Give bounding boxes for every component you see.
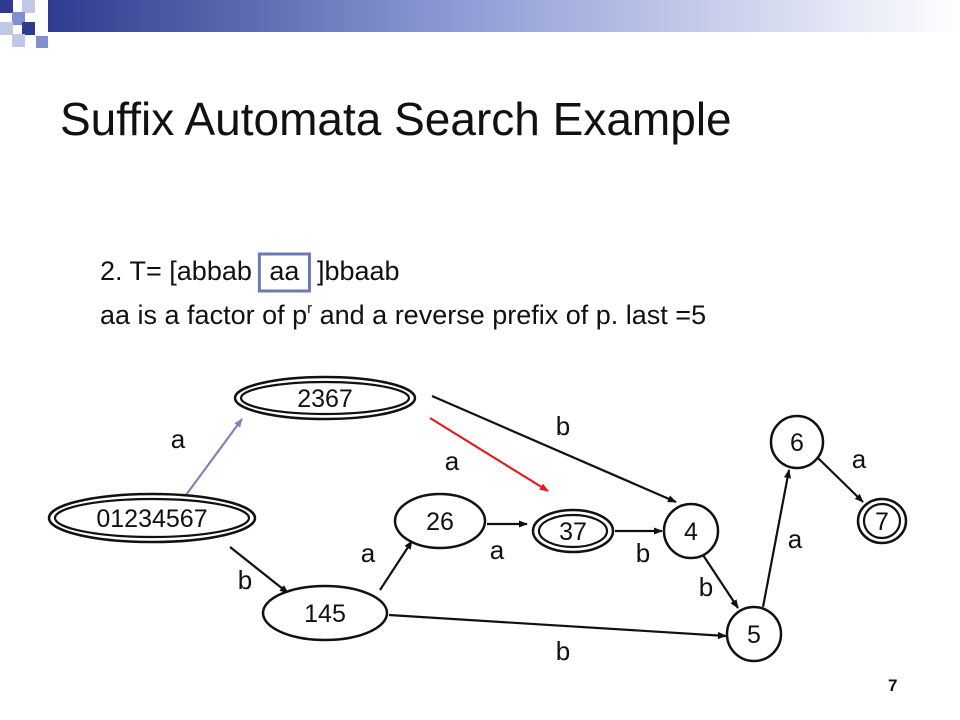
state-outline [261,584,389,642]
state-label: 145 [304,600,346,628]
state-outline [856,497,908,545]
transition-label-s145-s5: b [556,636,570,666]
state-label: 4 [684,518,698,546]
transition-s2367-s4 [431,394,677,504]
state-outline [47,492,257,544]
state-outline [769,414,825,470]
state-6: 6 [769,414,825,470]
state-label: 5 [747,621,761,649]
state-label: 7 [875,508,889,536]
transition-labels: a b a b a b a b b a a [171,411,867,666]
state-145: 145 [261,584,389,642]
state-7: 7 [856,497,908,545]
transition-label-s4-s5: b [699,572,713,602]
state-01234567: 01234567 [47,492,257,544]
transition-label-s5-s6: a [788,524,803,554]
state-4: 4 [662,502,720,560]
state-5: 5 [725,605,783,663]
highlight-box [257,252,311,293]
text-after-highlight: ]bbaab [316,256,400,286]
line2-part1: aa is a factor of p [100,300,308,330]
transition-s2367-s37 [429,417,549,492]
superscript-r: r [307,300,313,317]
page-title: Suffix Automata Search Example [60,93,732,145]
line2-part2: and a reverse prefix of p. last =5 [312,300,707,330]
state-outline [531,508,615,554]
state-outline [662,502,720,560]
state-label: 37 [559,518,587,546]
transition-s6-s7 [817,457,864,503]
state-label: 6 [790,429,804,457]
text-line-1: 2. T= [abbab aa ]bbaab [100,256,400,287]
state-terminal-ring [239,380,411,416]
header-decoration [0,0,960,48]
states: 01234567 2367 145 26 37 4 5 6 7 [47,375,908,663]
state-outline [233,375,417,421]
state-label: 01234567 [96,505,207,533]
deco-square-blue-1 [12,12,25,25]
state-terminal-ring [53,497,251,539]
transition-s145-s5 [388,613,727,640]
transitions [185,394,864,640]
transition-label-s145-s26: a [361,538,376,568]
deco-square-light-2 [0,22,13,35]
transition-label-s0-s145: b [238,565,252,595]
transition-label-s6-s7: a [852,444,867,474]
state-terminal-ring [862,502,902,540]
deco-square-light-3 [12,34,25,47]
transition-s4-s5 [702,554,739,609]
deco-square-light-1 [22,0,35,13]
text-line-2: aa is a factor of pr and a reverse prefi… [100,300,706,331]
transition-s145-s26 [379,540,413,591]
state-terminal-ring [537,513,609,549]
page-number: 7 [888,676,898,695]
state-label: 26 [426,508,454,536]
deco-square-navy-2 [22,22,35,35]
transition-label-s26-s37: a [490,535,505,565]
deco-gradient-bar [48,0,960,32]
highlighted-factor: aa [269,256,300,286]
deco-square-blue-2 [36,36,48,48]
state-label: 2367 [297,385,353,413]
transition-s0-s2367 [185,418,243,496]
state-outline [393,492,487,550]
transition-s5-s6 [761,469,792,608]
state-26: 26 [393,492,487,550]
transition-label-s37-s4: b [636,538,650,568]
transition-label-s0-s2367: a [171,424,186,454]
transition-label-s2367-s37: a [445,446,460,476]
state-37: 37 [531,508,615,554]
state-2367: 2367 [233,375,417,421]
text-before-highlight: 2. T= [abbab [100,256,252,286]
transition-s0-s145 [229,546,289,594]
state-outline [725,605,783,663]
deco-square-navy-1 [0,0,13,13]
transition-label-s2367-s4: b [556,411,570,441]
